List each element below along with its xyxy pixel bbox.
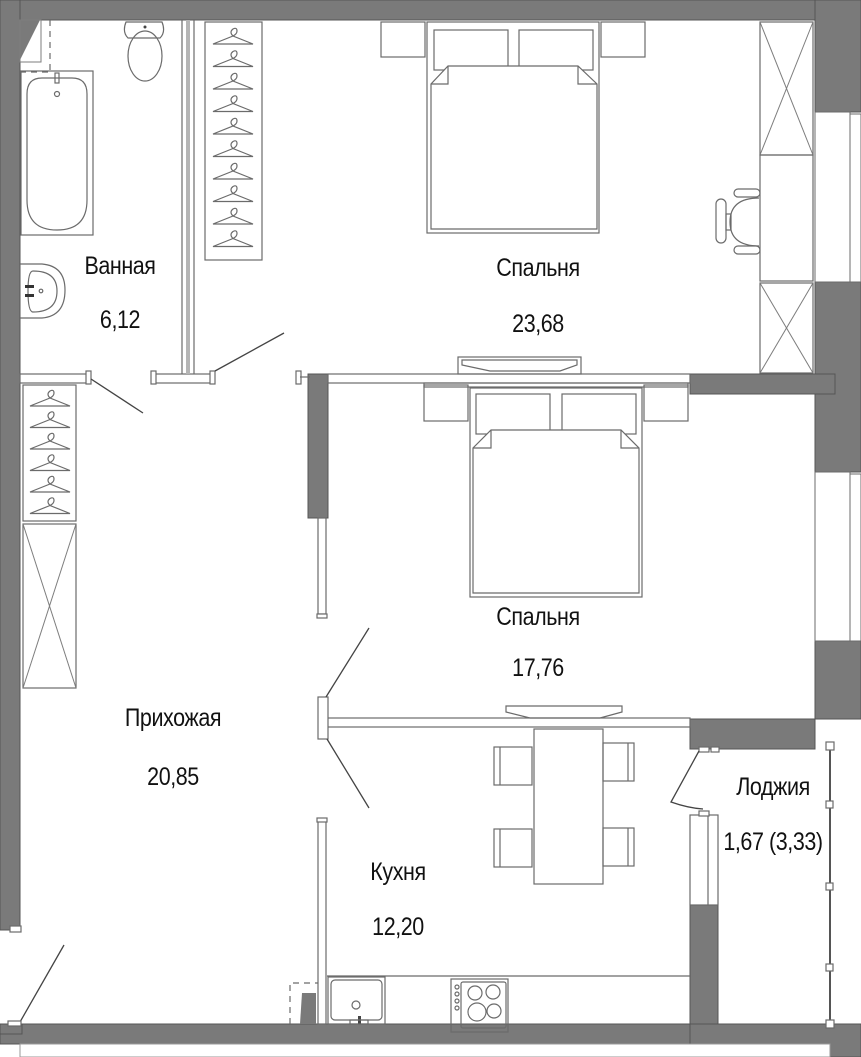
room-area: 12,20: [372, 913, 424, 941]
hanger-icon: [212, 27, 254, 248]
bathroom-fixtures: [19, 19, 165, 319]
nightstand-icon: [423, 384, 469, 422]
room-name: Прихожая: [124, 704, 222, 732]
door-swing-icon: [7, 332, 704, 1027]
bedroom1-furniture: [380, 21, 814, 375]
nightstand-icon: [380, 21, 426, 58]
room-area: 23,68: [512, 310, 564, 338]
room-name: Кухня: [370, 858, 426, 886]
room-name: Лоджия: [736, 773, 810, 801]
kitchen-sink-icon: [327, 976, 386, 1025]
room-area: 1,67 (3,33): [723, 828, 823, 856]
nightstand-icon: [643, 384, 689, 422]
room-area: 6,12: [99, 306, 141, 334]
window-icon: [814, 111, 861, 642]
double-bed-icon: [469, 387, 643, 598]
cooktop-icon: [450, 978, 509, 1033]
desk-icon: [759, 154, 814, 282]
wardrobe-icon: [204, 21, 263, 261]
interior-partitions: [19, 20, 835, 1029]
nightstand-icon: [600, 21, 646, 58]
bathtub-icon: [20, 70, 94, 236]
chair-icon: [493, 742, 635, 868]
room-name: Спальня: [496, 254, 580, 282]
room-name: Ванная: [84, 252, 156, 280]
double-bed-icon: [426, 21, 600, 234]
dining-table-icon: [533, 728, 604, 885]
room-name: Спальня: [496, 603, 580, 631]
tv-icon: [505, 705, 623, 719]
tv-icon: [457, 356, 582, 375]
room-area: 20,85: [147, 763, 199, 791]
office-chair-icon: [715, 188, 761, 255]
hanger-icon: [29, 389, 71, 515]
hallway-wardrobe-icon: [22, 384, 77, 689]
toilet-icon: [123, 21, 165, 82]
sink-icon: [20, 263, 66, 319]
bedroom2-furniture: [423, 382, 689, 719]
kitchen-furniture: [289, 728, 690, 1033]
room-area: 17,76: [512, 654, 564, 682]
